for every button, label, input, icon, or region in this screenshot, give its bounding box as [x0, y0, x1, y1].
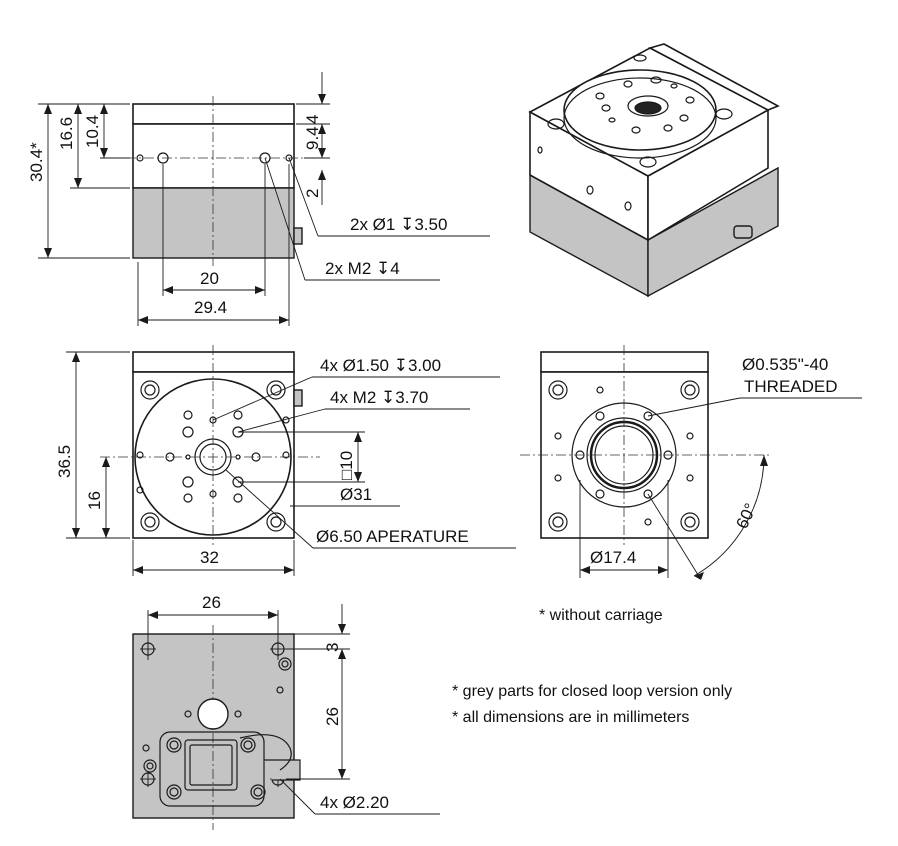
thread-view-corner-screws [548, 380, 700, 532]
front-grey-encoder-section [132, 187, 295, 259]
top-view-corner-screws [136, 380, 290, 532]
dim-overall-height: 30.4* [27, 142, 46, 182]
iso-connector [733, 225, 753, 239]
dim-top-height: 36.5 [55, 445, 74, 478]
front-holes [136, 152, 293, 164]
iso-corner-holes [537, 54, 733, 211]
iso-rotor-holes [595, 76, 695, 134]
thread-view: Ø0.535"-40 THREADED Ø17.4 60° [520, 345, 862, 580]
callout-pin-holes: 2x Ø1 ↧3.50 [350, 215, 447, 234]
dim-angle: 60° [732, 500, 760, 531]
callout-holes: 4x Ø1.50 ↧3.00 [320, 356, 441, 375]
note-units: * all dimensions are in millimeters [452, 709, 689, 726]
dim-diameter: Ø17.4 [590, 548, 636, 567]
note-without-carriage: * without carriage [539, 607, 663, 624]
dim-hole-height: 10.4 [83, 115, 102, 148]
bottom-view-aperture [197, 698, 229, 730]
notes: * without carriage * grey parts for clos… [452, 607, 732, 726]
bottom-view-sensor-window [184, 739, 238, 791]
pin-hole-right [285, 154, 293, 162]
dim-width: 32 [200, 548, 219, 567]
bottom-view-sensor-outer [159, 731, 265, 807]
callout-m2: 4x M2 ↧3.70 [330, 388, 428, 407]
callout-thread-line1: Ø0.535"-40 [742, 355, 828, 374]
front-left-dimensions: 30.4* 16.6 10.4 [27, 103, 130, 259]
dim-rotor: Ø31 [340, 485, 372, 504]
pin-hole-left [136, 154, 144, 162]
dim-hole-spacing: 20 [200, 269, 219, 288]
m2-hole-right [259, 152, 271, 164]
iso-rotor-side [563, 77, 717, 159]
dim-small: 2 [303, 189, 322, 198]
iso-aperture [627, 95, 669, 117]
top-view: 36.5 16 32 □10 4x Ø1.50 ↧3.00 4x M2 ↧3.7… [55, 345, 516, 576]
dim-aperture: Ø6.50 APERATURE [316, 527, 469, 546]
front-top-plate [132, 103, 295, 125]
dim-hole-spacing: 26 [202, 593, 221, 612]
dim-center: 16 [85, 491, 104, 510]
callout-holes: 4x Ø2.20 [320, 793, 389, 812]
front-right-dimensions: 4 9.4 2 [296, 72, 330, 205]
front-view: 30.4* 16.6 10.4 4 9.4 2 2x Ø1 ↧3.50 2x [27, 72, 490, 326]
isometric-view [528, 43, 780, 298]
m2-hole-left [157, 152, 169, 164]
dim-width: 29.4 [194, 298, 227, 317]
callout-thread-line2: THREADED [744, 377, 838, 396]
front-body [132, 123, 295, 189]
note-grey-parts: * grey parts for closed loop version onl… [452, 683, 732, 700]
iso-carriage-edge [647, 43, 780, 111]
dim-right-height: 9.4 [303, 126, 322, 150]
dim-square: □10 [337, 451, 356, 480]
callout-m2-holes: 2x M2 ↧4 [325, 259, 400, 278]
bottom-view: 26 3 26 4x [132, 593, 440, 830]
top-view-carriage [132, 351, 295, 373]
iso-grey-right [647, 166, 779, 298]
dim-top-plate: 4 [303, 115, 322, 124]
thread-view-carriage [540, 351, 709, 373]
dim-top-height: 16.6 [57, 117, 76, 150]
dim-vertical: 26 [323, 707, 342, 726]
dim-offset: 3 [323, 643, 342, 652]
front-connector [293, 227, 303, 245]
